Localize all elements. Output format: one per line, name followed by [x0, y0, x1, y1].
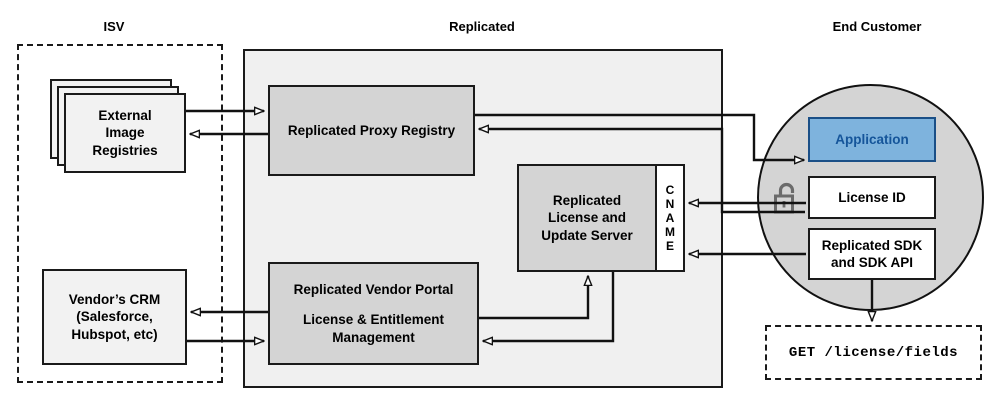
external-image-registries[interactable]: External Image Registries — [64, 93, 186, 173]
cname-letter-c: C — [665, 182, 675, 197]
api-request-label: GET /license/fields — [788, 344, 959, 361]
vendor-portal-subtitle-line-2: Management — [332, 329, 415, 345]
vendor-portal-subtitle-line-1: License & Entitlement — [302, 312, 445, 328]
replicated-vendor-portal[interactable]: Replicated Vendor Portal License & Entit… — [268, 262, 479, 365]
license-server-line-2: License and — [547, 210, 626, 226]
api-request-note: GET /license/fields — [765, 325, 982, 380]
replicated-license-and-update-server[interactable]: Replicated License and Update Server — [517, 164, 657, 272]
external-registries-line-2: Image — [105, 125, 145, 141]
cname-strip: C N A M E — [655, 164, 685, 272]
cname-letter-a: A — [665, 210, 675, 225]
header-isv: ISV — [103, 19, 125, 34]
unlock-icon — [770, 180, 800, 223]
proxy-registry-label: Replicated Proxy Registry — [287, 122, 456, 138]
cname-letter-m: M — [665, 225, 675, 240]
vendor-crm-line-2: (Salesforce, — [76, 309, 153, 325]
header-replicated: Replicated — [449, 19, 515, 34]
vendor-crm-line-1: Vendor’s CRM — [68, 292, 161, 308]
cname-letter-n: N — [665, 196, 675, 211]
license-server-line-1: Replicated — [552, 193, 622, 209]
vendors-crm[interactable]: Vendor’s CRM (Salesforce, Hubspot, etc) — [42, 269, 187, 365]
license-id-box[interactable]: License ID — [808, 176, 936, 219]
replicated-proxy-registry[interactable]: Replicated Proxy Registry — [268, 85, 475, 176]
vendor-portal-title: Replicated Vendor Portal — [293, 282, 454, 298]
external-registries-line-3: Registries — [92, 142, 158, 158]
cname-letter-e: E — [665, 239, 674, 254]
external-registries-line-1: External — [98, 108, 152, 124]
vendor-crm-line-3: Hubspot, etc) — [71, 326, 158, 342]
header-end-customer: End Customer — [832, 19, 922, 34]
license-server-line-3: Update Server — [541, 227, 633, 243]
replicated-sdk-box[interactable]: Replicated SDK and SDK API — [808, 228, 936, 280]
zone-isv — [17, 44, 223, 383]
application-label: Application — [835, 131, 909, 147]
license-id-label: License ID — [838, 189, 906, 205]
sdk-line-2: and SDK API — [830, 255, 913, 270]
sdk-line-1: Replicated SDK — [821, 237, 923, 253]
application-box[interactable]: Application — [808, 117, 936, 162]
